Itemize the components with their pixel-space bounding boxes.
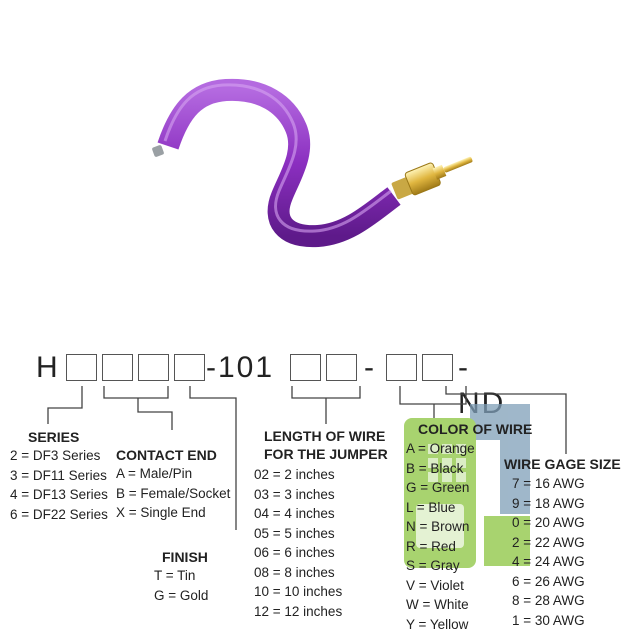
contact-end-box xyxy=(102,354,133,381)
series-heading: SERIES xyxy=(28,429,80,445)
part-number-middle: -101 xyxy=(206,351,275,384)
color-item: S = Gray xyxy=(406,558,460,573)
gage-item: 7 = 16 AWG xyxy=(512,476,585,491)
contact-end-item: X = Single End xyxy=(116,505,206,520)
color-item: B = Black xyxy=(406,460,464,476)
digikey-logo-icon xyxy=(404,404,530,568)
contact-end-heading: CONTACT END xyxy=(116,447,217,463)
wire-body xyxy=(157,78,401,248)
finish-section: FINISH T = Tin G = Gold xyxy=(154,548,208,605)
gage-item: 4 = 24 AWG xyxy=(512,554,585,569)
gage-section: WIRE GAGE SIZE 7 = 16 AWG 9 = 18 AWG 0 =… xyxy=(504,455,621,630)
length-item: 08 = 8 inches xyxy=(254,564,335,580)
contact-end-section: CONTACT END A = Male/Pin B = Female/Sock… xyxy=(116,446,230,523)
part-number-dash: - xyxy=(364,351,376,384)
length-box-2 xyxy=(326,354,357,381)
finish-item: G = Gold xyxy=(154,587,209,603)
gage-heading: WIRE GAGE SIZE xyxy=(504,456,621,472)
contact-end-box-2 xyxy=(138,354,169,381)
length-section: LENGTH OF WIRE FOR THE JUMPER 02 = 2 inc… xyxy=(254,427,388,621)
series-box xyxy=(66,354,97,381)
color-item: R = Red xyxy=(406,538,456,554)
length-item: 10 = 10 inches xyxy=(254,584,343,599)
finish-heading: FINISH xyxy=(162,549,208,565)
series-item: 6 = DF22 Series xyxy=(10,506,108,522)
color-item: A = Orange xyxy=(406,441,475,456)
gage-item: 0 = 20 AWG xyxy=(512,515,585,530)
contact-end-connector xyxy=(103,386,169,399)
length-heading-line1: LENGTH OF WIRE xyxy=(264,428,386,444)
gage-item: 6 = 26 AWG xyxy=(512,573,585,589)
length-heading-line2: FOR THE JUMPER xyxy=(264,446,388,462)
series-item: 4 = DF13 Series xyxy=(10,487,108,502)
gage-item: 1 = 30 AWG xyxy=(512,612,585,628)
jumper-wire-photo xyxy=(152,78,473,248)
color-item: V = Violet xyxy=(406,577,464,593)
series-item: 2 = DF3 Series xyxy=(10,448,101,463)
series-section: SERIES 2 = DF3 Series 3 = DF11 Series 4 … xyxy=(10,428,108,524)
length-item: 03 = 3 inches xyxy=(254,486,335,502)
color-item: L = Blue xyxy=(406,499,456,515)
length-item: 06 = 6 inches xyxy=(254,545,335,560)
length-box-1 xyxy=(290,354,321,381)
color-heading: COLOR OF WIRE xyxy=(418,421,533,437)
finish-box xyxy=(174,354,205,381)
finish-item: T = Tin xyxy=(154,568,196,583)
contact-end-item: B = Female/Socket xyxy=(116,485,231,501)
length-item: 04 = 4 inches xyxy=(254,506,335,521)
contact-end-item: A = Male/Pin xyxy=(116,466,193,481)
length-item: 02 = 2 inches xyxy=(254,467,335,482)
gage-item: 8 = 28 AWG xyxy=(512,593,585,608)
stripped-wire-tip xyxy=(152,145,164,157)
color-connector xyxy=(399,386,467,405)
length-item: 12 = 12 inches xyxy=(254,603,343,619)
color-section: COLOR OF WIRE A = Orange B = Black G = G… xyxy=(406,420,532,634)
color-item: N = Brown xyxy=(406,519,470,534)
gage-item: 9 = 18 AWG xyxy=(512,495,585,511)
length-connector xyxy=(291,386,361,399)
color-item: Y = Yellow xyxy=(406,616,469,632)
color-box xyxy=(386,354,417,381)
gage-box xyxy=(422,354,453,381)
series-item: 3 = DF11 Series xyxy=(10,467,107,483)
color-item: G = Green xyxy=(406,480,470,495)
part-number-prefix: H xyxy=(36,351,60,384)
gage-item: 2 = 22 AWG xyxy=(512,534,585,550)
series-connector xyxy=(47,386,83,424)
crimp-contact xyxy=(391,156,473,200)
color-item: W = White xyxy=(406,597,469,612)
length-item: 05 = 5 inches xyxy=(254,525,335,541)
